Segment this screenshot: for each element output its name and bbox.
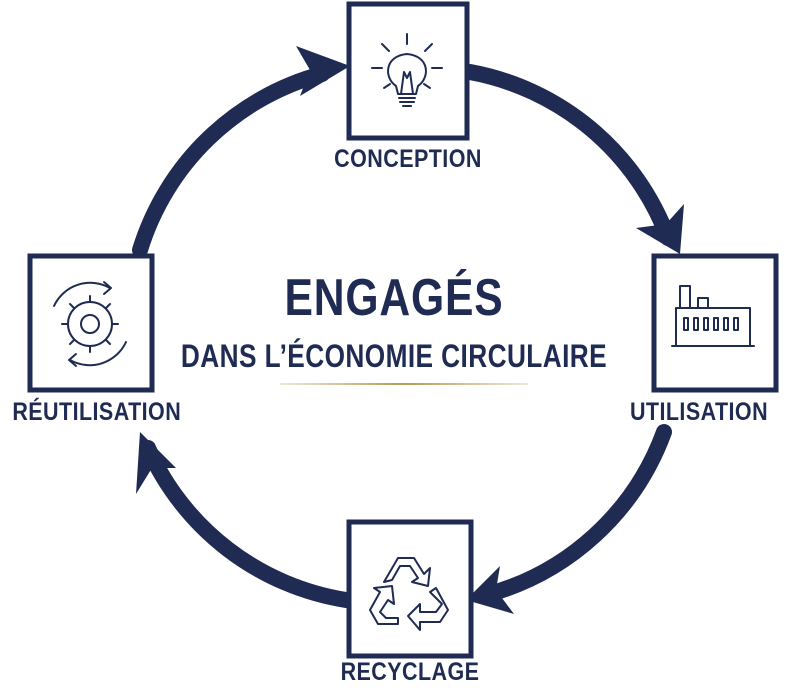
arrowhead-to-reutilisation [136, 432, 176, 494]
conception-label: CONCEPTION [334, 145, 482, 173]
recyclage-label: RECYCLAGE [340, 658, 480, 686]
gear-cycle-icon [53, 281, 127, 367]
main-subtitle: DANS L’ÉCONOMIE CIRCULAIRE [180, 338, 608, 374]
arc-utilisation-to-recyclage [478, 424, 672, 603]
arc-conception-to-utilisation [462, 64, 676, 246]
conception-box [346, 1, 470, 141]
arrowhead-to-utilisation [636, 204, 684, 254]
arc-recyclage-to-reutilisation [140, 440, 354, 608]
main-title: ENGAGÉS [284, 269, 504, 327]
arc-reutilisation-to-conception [132, 66, 330, 258]
lightbulb-icon [371, 33, 443, 107]
utilisation-label: UTILISATION [629, 398, 769, 426]
arrowhead-to-recyclage [466, 566, 514, 614]
reutilisation-label: RÉUTILISATION [12, 398, 182, 426]
gold-divider [280, 383, 528, 385]
arrowhead-to-conception [296, 46, 350, 96]
recyclage-box [346, 519, 474, 659]
factory-icon [671, 285, 755, 347]
reutilisation-box [27, 253, 155, 393]
recycle-icon [369, 557, 449, 631]
